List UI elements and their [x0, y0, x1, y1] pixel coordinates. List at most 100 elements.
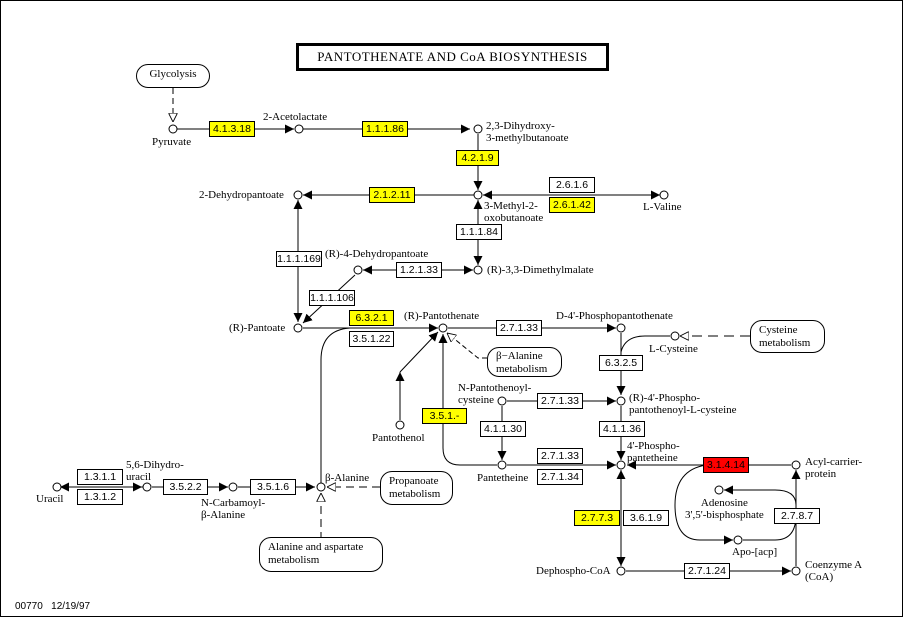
enzyme-1-1-1-169[interactable]: 1.1.1.169 [276, 251, 322, 267]
label-dehydropantoate: 2-Dehydropantoate [199, 189, 284, 201]
enzyme-1-2-1-33[interactable]: 1.2.1.33 [396, 262, 442, 278]
label-line2: 3-methylbutanoate [486, 132, 569, 144]
pathway-propanoate[interactable]: Propanoate metabolism [380, 471, 453, 505]
pathway-alanine-aspartate[interactable]: Alanine and aspartate metabolism [259, 537, 383, 572]
label-line2: pantetheine [627, 452, 678, 464]
enzyme-6-3-2-1[interactable]: 6.3.2.1 [349, 310, 394, 326]
enzyme-4-1-1-30[interactable]: 4.1.1.30 [480, 421, 526, 437]
node-valine[interactable] [659, 190, 669, 200]
node-uracil[interactable] [52, 482, 62, 492]
label-pantetheine: Pantetheine [477, 472, 529, 484]
label-pyruvate: Pyruvate [152, 136, 192, 148]
enzyme-1-1-1-86[interactable]: 1.1.1.86 [362, 121, 408, 137]
label-uracil: Uracil [36, 493, 64, 505]
enzyme-2-7-7-3[interactable]: 2.7.7.3 [574, 510, 620, 526]
node-pantothenol[interactable] [395, 420, 405, 430]
enzyme-3-5-2-2[interactable]: 3.5.2.2 [163, 479, 208, 495]
pathway-label-line1: Propanoate [389, 475, 439, 487]
enzyme-2-7-1-24[interactable]: 2.7.1.24 [684, 563, 730, 579]
enzyme-6-3-2-5[interactable]: 6.3.2.5 [599, 355, 643, 371]
enzyme-1-3-1-1[interactable]: 1.3.1.1 [77, 469, 123, 485]
enzyme-3-5-1-x[interactable]: 3.5.1.- [422, 408, 467, 424]
label-apo-acp: Apo-[acp] [732, 546, 778, 558]
label-beta-alanine: β-Alanine [325, 472, 370, 484]
enzyme-4-1-1-36[interactable]: 4.1.1.36 [599, 421, 645, 437]
label-phosphopantothenoylcysteine: (R)-4'-Phospho- pantothenoyl-L-cysteine [629, 392, 737, 416]
pathway-label-line1: Alanine and aspartate [268, 541, 364, 553]
node-beta-alanine[interactable] [316, 482, 326, 492]
enzyme-1-1-1-84[interactable]: 1.1.1.84 [456, 224, 502, 240]
node-pantoate[interactable] [293, 323, 303, 333]
node-pyruvate[interactable] [168, 124, 178, 134]
pathway-glycolysis[interactable]: Glycolysis [136, 64, 210, 88]
enzyme-2-6-1-42[interactable]: 2.6.1.42 [549, 197, 595, 213]
label-line1: 2,3-Dihydroxy- [486, 120, 555, 132]
node-pantetheine[interactable] [497, 460, 507, 470]
pathway-label-line1: β−Alanine [496, 350, 543, 362]
enzyme-2-7-8-7[interactable]: 2.7.8.7 [774, 508, 820, 524]
edge-pantothenol-pantothenate [399, 331, 439, 373]
label-pantothenol: Pantothenol [372, 432, 425, 444]
node-phosphopantetheine[interactable] [616, 460, 626, 470]
node-dihydrouracil[interactable] [142, 482, 152, 492]
node-r4-dehydropantoate[interactable] [353, 265, 363, 275]
node-dimethylmalate[interactable] [473, 265, 483, 275]
pathway-label-line2: metabolism [268, 554, 320, 566]
label-line1: 3-Methyl-2- [484, 200, 538, 212]
label-coa: Coenzyme A (CoA) [805, 559, 862, 583]
label-carbamoyl: N-Carbamoyl- β-Alanine [201, 497, 265, 521]
label-acp: Acyl-carrier- protein [805, 456, 862, 480]
label-valine: L-Valine [643, 201, 682, 213]
enzyme-1-3-1-2[interactable]: 1.3.1.2 [77, 489, 123, 505]
enzyme-3-5-1-22[interactable]: 3.5.1.22 [349, 331, 394, 347]
enzyme-3-1-4-14[interactable]: 3.1.4.14 [703, 457, 749, 473]
label-cysteine: L-Cysteine [649, 343, 698, 355]
node-methyloxo[interactable] [473, 190, 483, 200]
node-dihydroxy[interactable] [473, 124, 483, 134]
node-adenosine-bp[interactable] [714, 485, 724, 495]
enzyme-2-7-1-33-a[interactable]: 2.7.1.33 [496, 320, 542, 336]
enzyme-2-7-1-34[interactable]: 2.7.1.34 [537, 469, 583, 485]
edge-cysteine-6325 [620, 335, 670, 353]
map-title: PANTOTHENATE AND CoA BIOSYNTHESIS [296, 43, 609, 71]
edge-betaalaninemetab-pantothenate [447, 333, 487, 359]
pathway-label-line2: metabolism [496, 363, 548, 375]
enzyme-3-5-1-6[interactable]: 3.5.1.6 [250, 479, 296, 495]
enzyme-4-1-3-18[interactable]: 4.1.3.18 [209, 121, 255, 137]
enzyme-2-7-1-33-c[interactable]: 2.7.1.33 [537, 448, 583, 464]
label-dihydroxy: 2,3-Dihydroxy- 3-methylbutanoate [486, 120, 568, 144]
node-acetolactate[interactable] [294, 124, 304, 134]
label-line1: Adenosine [700, 497, 748, 509]
enzyme-4-2-1-9[interactable]: 4.2.1.9 [456, 150, 499, 166]
node-coa[interactable] [791, 566, 801, 576]
label-line2: oxobutanoate [484, 212, 544, 224]
label-line2: pantothenoyl-L-cysteine [629, 404, 737, 416]
pathway-beta-alanine[interactable]: β−Alanine metabolism [487, 347, 562, 377]
node-dephospho-coa[interactable] [616, 566, 626, 576]
label-line2: 3',5'-bisphosphate [685, 509, 764, 521]
node-apo-acp[interactable] [733, 535, 743, 545]
label-line2: cysteine [458, 394, 495, 406]
label-line1: N-Pantothenoyl- [458, 382, 532, 394]
edge-pantetheine-pantothenate [438, 334, 497, 466]
enzyme-1-1-1-106[interactable]: 1.1.1.106 [309, 290, 355, 306]
label-line1: N-Carbamoyl- [201, 497, 266, 509]
node-pantothenoylcysteine[interactable] [497, 396, 507, 406]
enzyme-2-7-1-33-b[interactable]: 2.7.1.33 [537, 393, 583, 409]
pathway-label-line1: Cysteine [759, 324, 798, 336]
label-dimethylmalate: (R)-3,3-Dimethylmalate [487, 264, 594, 276]
label-dephospho-coa: Dephospho-CoA [536, 565, 611, 577]
enzyme-3-6-1-9[interactable]: 3.6.1.9 [623, 510, 669, 526]
enzyme-2-1-2-11[interactable]: 2.1.2.11 [369, 187, 415, 203]
node-dehydropantoate[interactable] [293, 190, 303, 200]
node-phosphopantothenate[interactable] [616, 323, 626, 333]
node-pantothenate[interactable] [438, 323, 448, 333]
pathway-label-line2: metabolism [389, 488, 441, 500]
node-phosphopantothenoylcysteine[interactable] [616, 396, 626, 406]
node-acp[interactable] [791, 460, 801, 470]
pathway-cysteine[interactable]: Cysteine metabolism [750, 320, 825, 353]
node-cysteine[interactable] [670, 331, 680, 341]
enzyme-2-6-1-6[interactable]: 2.6.1.6 [549, 177, 595, 193]
node-carbamoyl[interactable] [228, 482, 238, 492]
label-r4-dehydropantoate: (R)-4-Dehydropantoate [325, 248, 429, 260]
